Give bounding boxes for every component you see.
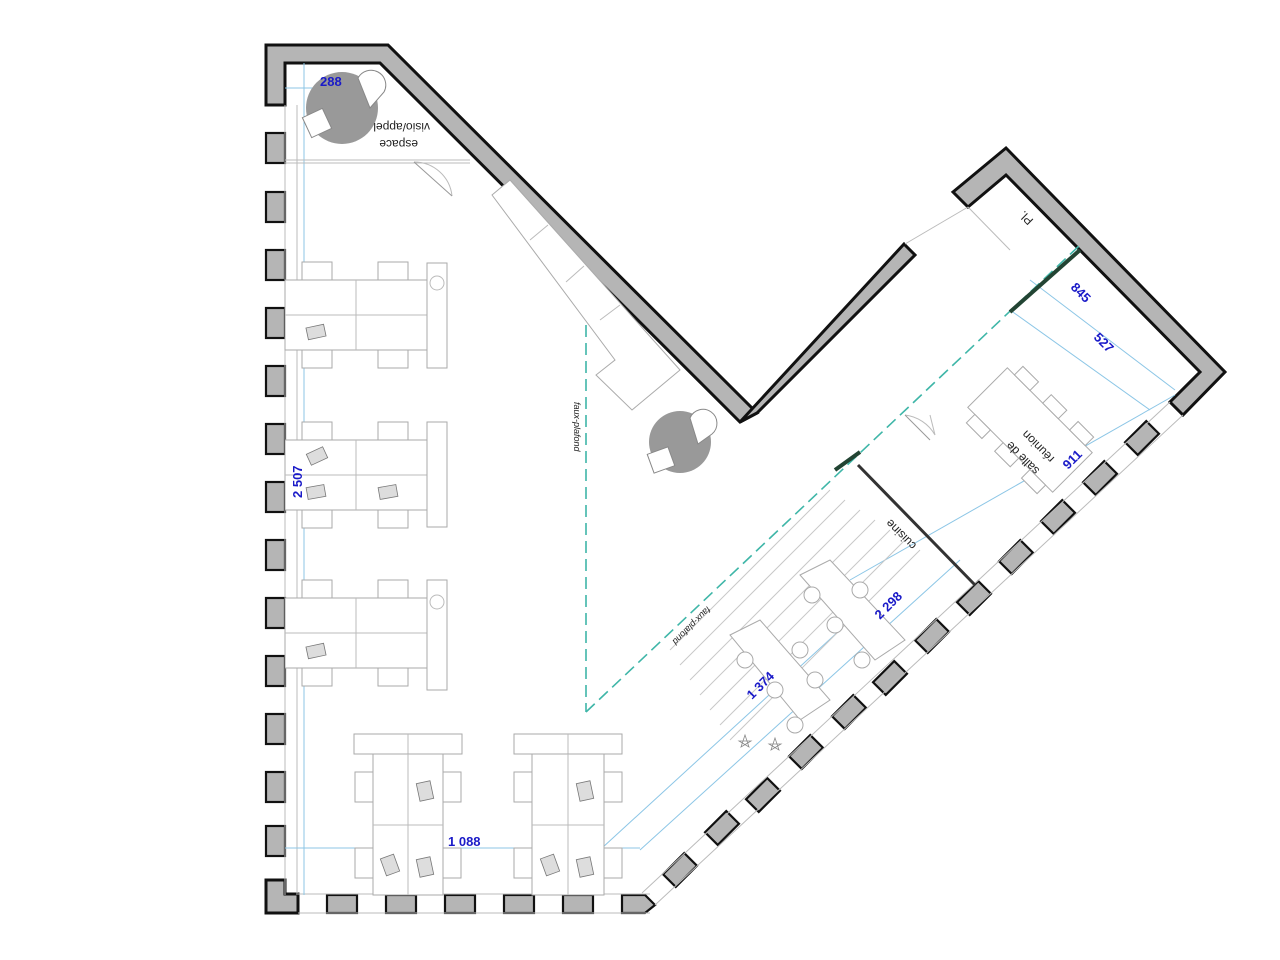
desk-cluster-5 [513,733,623,896]
false-ceiling [585,244,1081,713]
wall-top-right [950,145,1228,418]
dim-bottom: 1 088 [448,834,481,849]
kitchen-partition [833,450,977,587]
dim-meeting-width-2: 527 [1091,330,1117,356]
label-call-space-1: visio/appel [373,120,430,134]
desk-cluster-2 [284,421,448,529]
dim-call-space: 288 [320,74,342,89]
kitchen-area [669,489,921,751]
label-storage: Pl. [1016,208,1036,228]
label-false-ceiling-1: faux-plafond [572,402,582,453]
desk-cluster-1 [284,261,448,369]
meeting-table [965,365,1095,495]
desk-cluster-3 [284,579,448,691]
chair-icon [301,107,333,139]
wall-v-right [738,241,918,424]
call-space [285,69,470,197]
meeting-room [904,248,1095,495]
lounge-table [646,408,718,474]
desk-cluster-4 [353,733,463,896]
laptop-icon [305,323,327,341]
label-false-ceiling-2: faux-plafond [670,605,713,648]
pillars-bottom [325,893,657,915]
pillars-diagonal [661,419,1161,889]
plant-icon [737,733,783,751]
storage-cabinets [491,179,681,411]
dim-meeting-width-1: 845 [1068,280,1094,306]
pillars-left [264,131,287,858]
wall-bottom-left [264,878,300,915]
wall-top-left [264,43,760,424]
label-call-space-2: espace [379,137,418,151]
dim-left-vertical: 2 507 [290,465,305,498]
storage-room [904,206,1011,251]
